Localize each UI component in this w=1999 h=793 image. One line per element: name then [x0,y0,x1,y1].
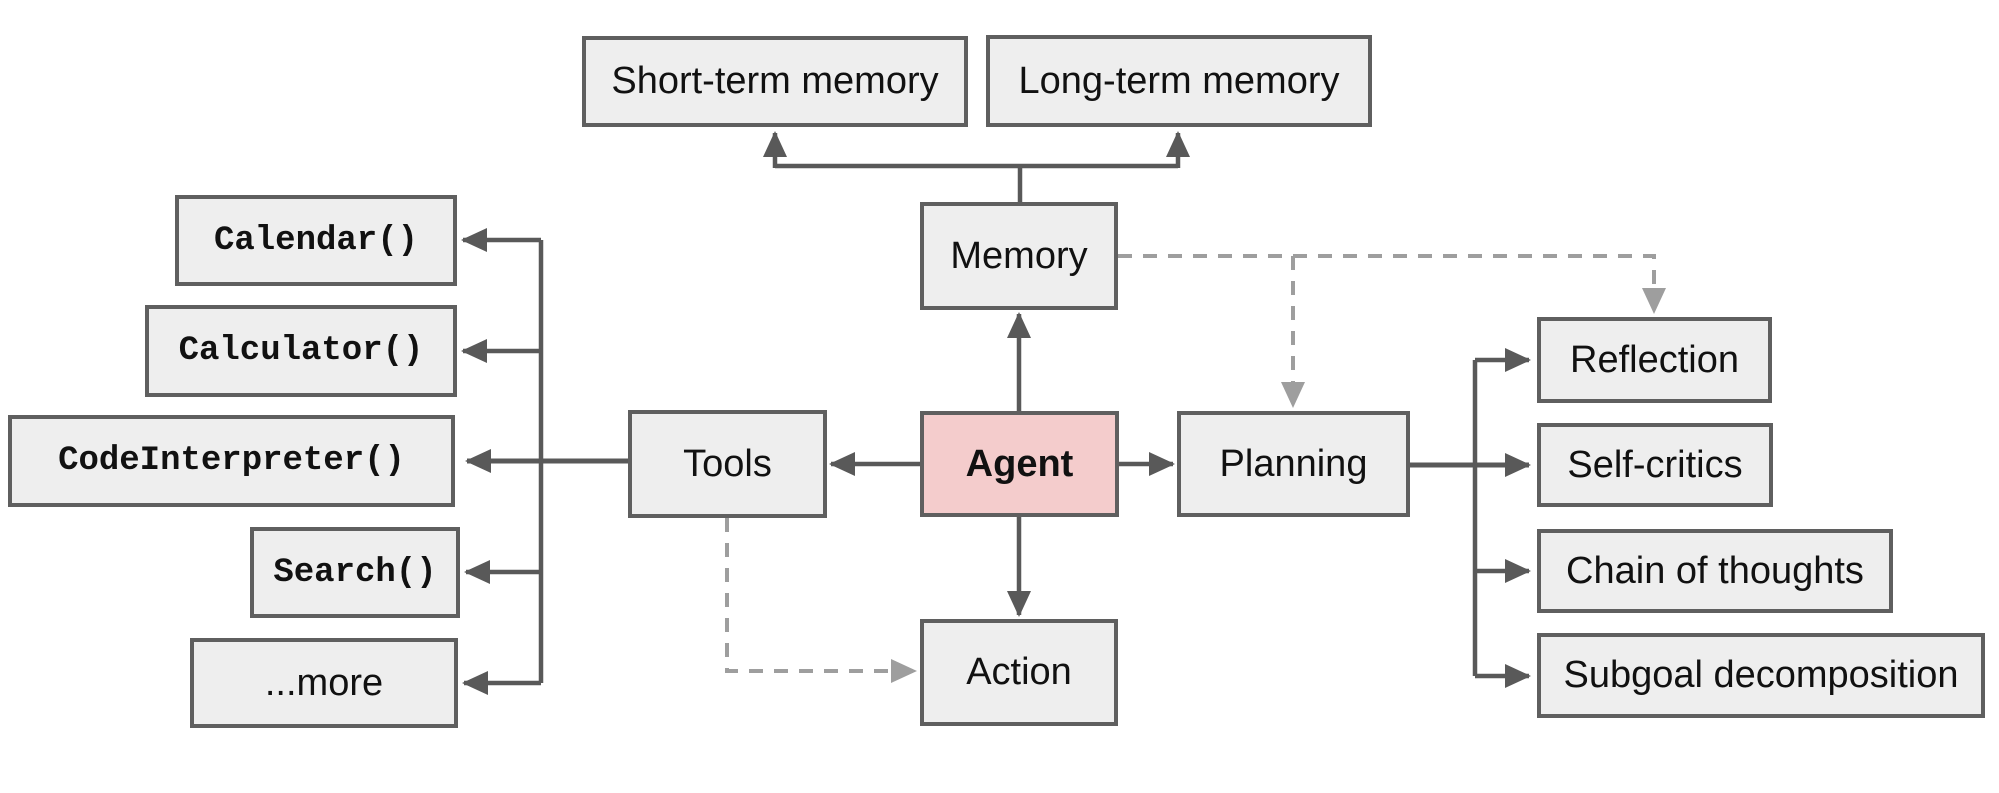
edge-tools-to-action-dashed [725,518,917,683]
node-tool-more: ...more [190,638,458,728]
node-agent: Agent [920,411,1119,517]
node-chain-of-thoughts: Chain of thoughts [1537,529,1893,613]
node-tools: Tools [628,410,827,518]
node-short-term-memory: Short-term memory [582,36,968,127]
node-action: Action [920,619,1118,726]
node-tool-calendar: Calendar() [175,195,457,286]
node-memory: Memory [920,202,1118,310]
node-tool-calculator: Calculator() [145,305,457,397]
node-self-critics: Self-critics [1537,423,1773,507]
node-planning: Planning [1177,411,1410,517]
node-tool-code-interpreter: CodeInterpreter() [8,415,455,507]
node-subgoal-decomposition: Subgoal decomposition [1537,633,1985,718]
edge-memory-to-reflection-dashed [1118,254,1666,314]
node-reflection: Reflection [1537,317,1772,403]
node-tool-search: Search() [250,527,460,618]
node-long-term-memory: Long-term memory [986,35,1372,127]
